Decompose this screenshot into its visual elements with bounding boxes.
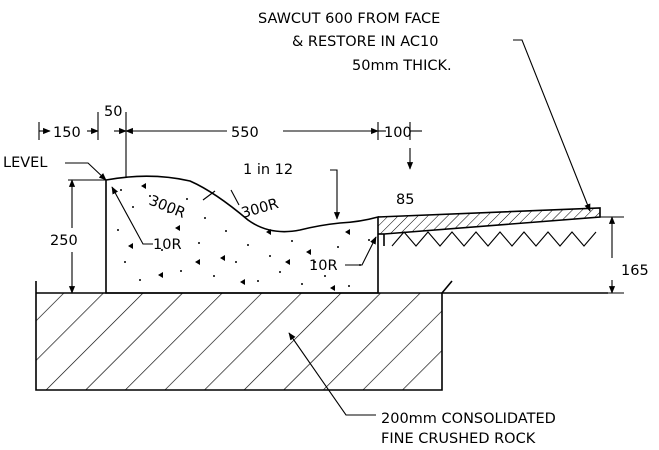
base-note-line2: FINE CRUSHED ROCK bbox=[381, 431, 536, 447]
dim-150: 150 bbox=[53, 125, 81, 141]
sawcut-note-line2: & RESTORE IN AC10 bbox=[292, 34, 438, 50]
pavement bbox=[377, 207, 601, 247]
dim-550: 550 bbox=[231, 125, 259, 141]
dim-100: 100 bbox=[384, 125, 412, 141]
dim-165-lines bbox=[600, 216, 624, 294]
dim-165: 165 bbox=[621, 263, 649, 279]
base-note-line1: 200mm CONSOLIDATED bbox=[381, 411, 556, 427]
aggregate-pattern bbox=[117, 183, 370, 291]
sawcut-note-line1: SAWCUT 600 FROM FACE bbox=[258, 11, 440, 27]
sawcut-note-line3: 50mm THICK. bbox=[352, 58, 452, 74]
dim-85: 85 bbox=[396, 192, 414, 208]
ground-hatch bbox=[391, 231, 597, 247]
radius-10r-right: 10R bbox=[309, 258, 338, 274]
top-dimensions bbox=[38, 112, 422, 178]
base-course bbox=[35, 280, 608, 391]
radius-10r-left: 10R bbox=[153, 237, 182, 253]
dim-50: 50 bbox=[104, 104, 122, 120]
level-label: LEVEL bbox=[3, 155, 47, 171]
radius-300r-a: 300R bbox=[147, 193, 188, 222]
radius-300r-b: 300R bbox=[240, 196, 281, 222]
dim-250: 250 bbox=[50, 233, 78, 249]
kerb-concrete bbox=[105, 175, 379, 294]
slope-label: 1 in 12 bbox=[243, 162, 293, 178]
